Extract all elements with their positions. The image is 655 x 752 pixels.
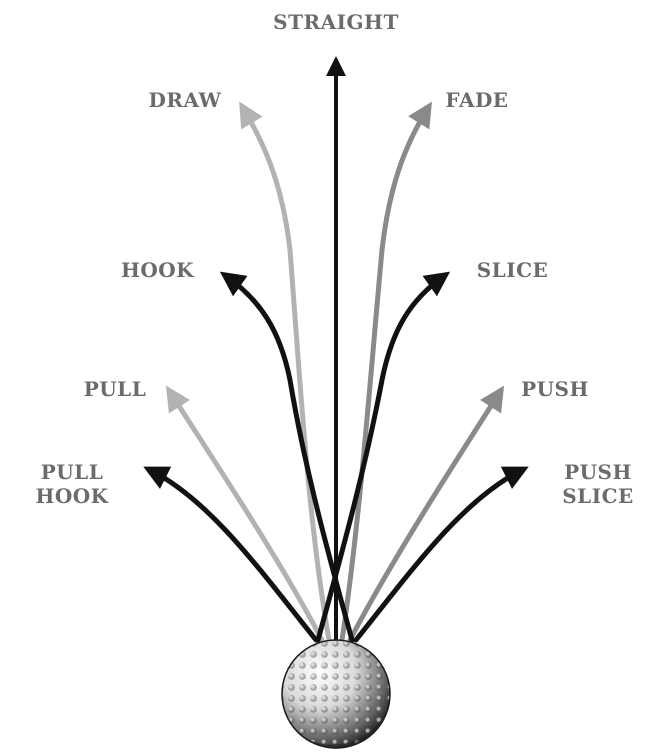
push-slice-path bbox=[356, 470, 522, 640]
label-pull-hook-line2: HOOK bbox=[22, 484, 122, 508]
golf-ball-icon bbox=[282, 640, 390, 749]
label-pull-hook-line1: PULL bbox=[22, 460, 122, 484]
label-push: PUSH bbox=[505, 377, 605, 401]
label-push-slice-line2: SLICE bbox=[548, 484, 648, 508]
label-slice: SLICE bbox=[455, 258, 570, 282]
pull-hook-path bbox=[150, 470, 316, 640]
label-push-slice-line1: PUSH bbox=[548, 460, 648, 484]
label-draw: DRAW bbox=[130, 88, 240, 112]
label-push-slice: PUSH SLICE bbox=[548, 460, 648, 508]
label-hook: HOOK bbox=[100, 258, 215, 282]
draw-path bbox=[243, 108, 329, 640]
label-pull: PULL bbox=[65, 377, 165, 401]
label-straight: STRAIGHT bbox=[236, 10, 436, 34]
label-pull-hook: PULL HOOK bbox=[22, 460, 122, 508]
label-fade: FADE bbox=[422, 88, 532, 112]
